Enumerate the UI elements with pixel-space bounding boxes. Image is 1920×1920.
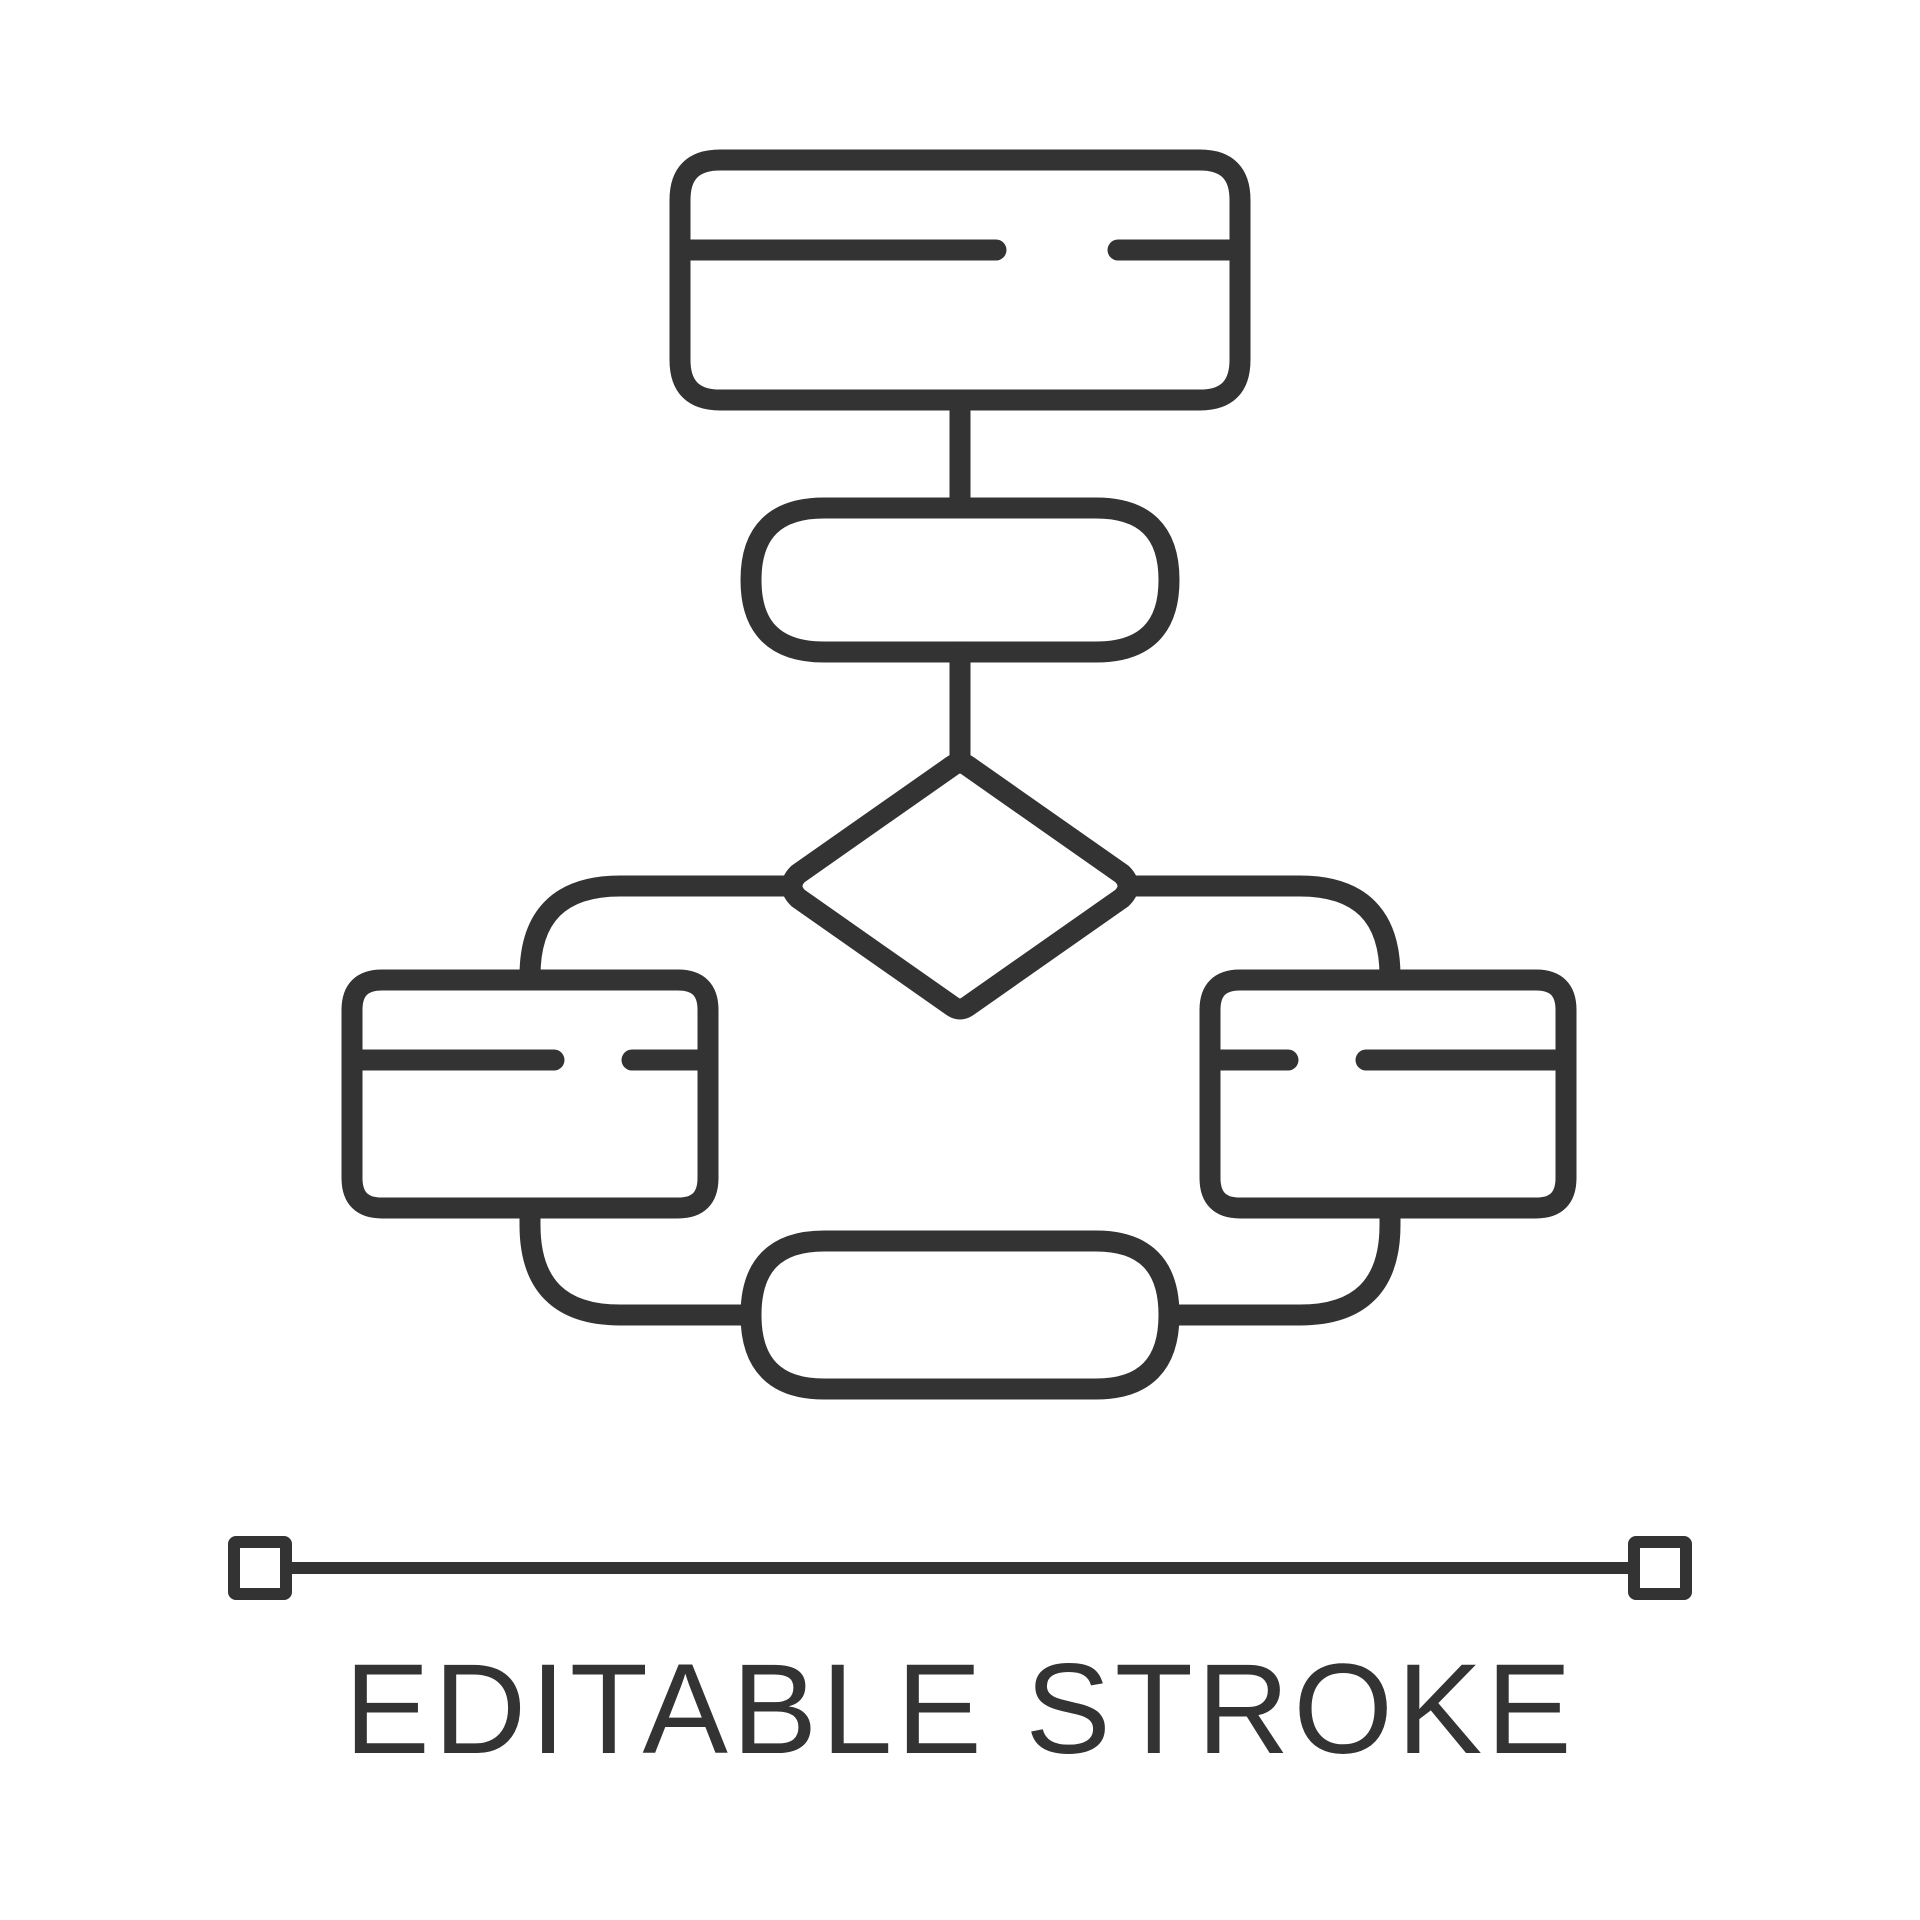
right-process-box (1199, 969, 1577, 1219)
connector-right-to-bottom (1158, 1197, 1401, 1326)
decision-diamond (781, 752, 1139, 1020)
left-handle-square (228, 1536, 292, 1600)
terminator-bottom (740, 1230, 1180, 1400)
connector-left-to-bottom (519, 1197, 762, 1326)
connector-diamond-to-right (1123, 875, 1401, 987)
caption-label: EDITABLE STROKE (344, 1638, 1576, 1781)
right-handle-square (1628, 1536, 1692, 1600)
left-process-box (341, 969, 719, 1219)
line-with-handles-icon (228, 1536, 1692, 1600)
terminator-top (740, 497, 1180, 663)
connector-diamond-to-left (519, 875, 797, 987)
top-process-box (669, 149, 1251, 411)
